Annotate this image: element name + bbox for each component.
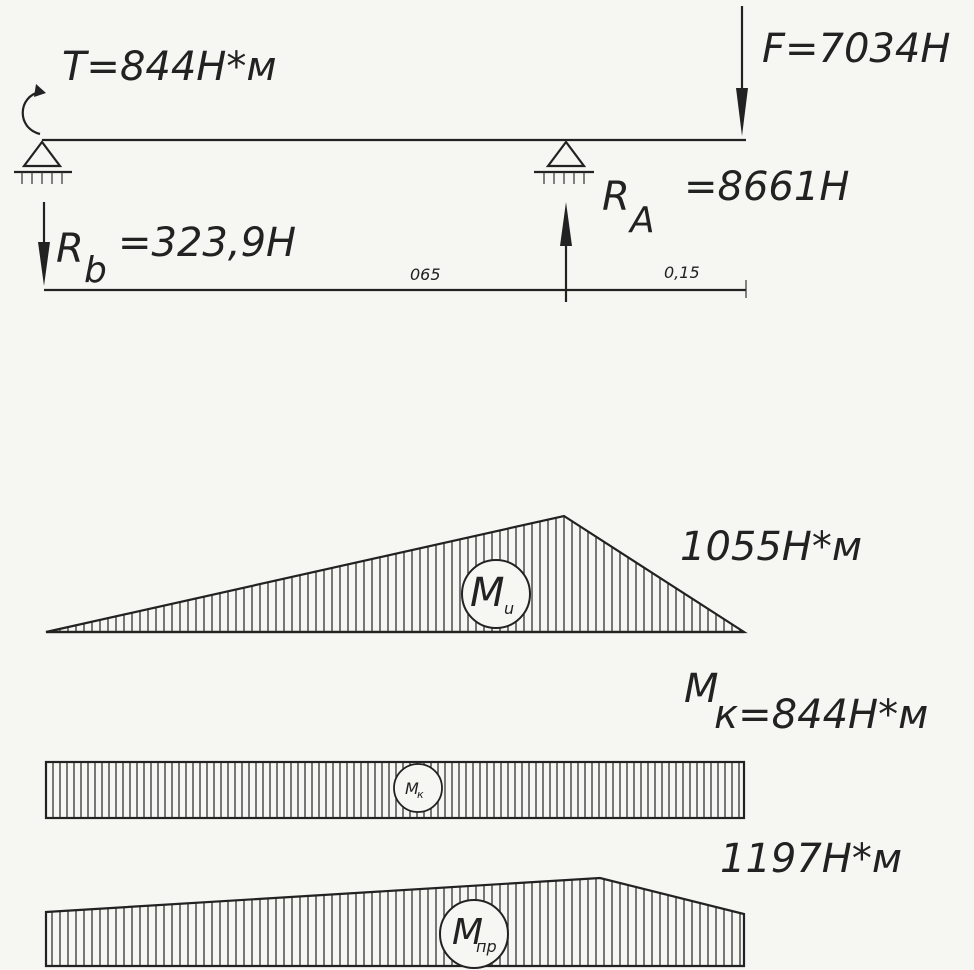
torsion-moment-hatching: [52, 762, 740, 818]
beam-scheme: T=844H*м F=7034H R A =8661H R b =323,9H …: [14, 6, 950, 302]
reaction-a-subscript: A: [628, 200, 655, 241]
bending-moment-diagram: M u 1055H*м: [45, 514, 862, 634]
bending-moment-subscript: u: [504, 599, 514, 618]
support-b: [14, 140, 72, 184]
reaction-a-arrow: [560, 202, 572, 302]
bending-moment-hatching: [51, 516, 741, 632]
bending-moment-tag: [461, 559, 531, 629]
reaction-b-symbol: R: [56, 226, 84, 272]
reaction-a-symbol: R: [602, 174, 630, 220]
torque-label: T=844H*м: [62, 44, 277, 90]
bending-moment-outline: [45, 514, 748, 634]
torsion-moment-equation: к=844H*м: [714, 692, 928, 738]
reaction-b-label: R b =323,9H: [56, 220, 296, 291]
reduced-moment-tag: [439, 899, 509, 969]
torque-arc: [21, 90, 41, 136]
reduced-moment-max-label: 1197H*м: [720, 836, 902, 882]
torsion-moment-outline: [44, 760, 746, 820]
support-a: [534, 140, 594, 184]
bending-moment-max-label: 1055H*м: [680, 524, 862, 570]
torque-arrowhead: [34, 84, 46, 97]
reduced-moment-diagram: M пр 1197H*м: [44, 836, 902, 969]
reaction-a-value: =8661H: [684, 164, 849, 210]
reaction-b-value: =323,9H: [118, 220, 296, 266]
reduced-moment-subscript: пр: [476, 937, 497, 956]
reduced-moment-name: M: [452, 912, 483, 953]
torsion-moment-subscript: к: [417, 788, 424, 801]
reduced-moment-outline: [44, 876, 746, 968]
force-label: F=7034H: [762, 26, 950, 72]
dimension-line: [44, 280, 747, 298]
reaction-b-subscript: b: [84, 250, 107, 291]
span-left-label: 065: [410, 265, 441, 284]
torsion-moment-name: M: [405, 779, 419, 798]
reaction-a-label: R A =8661H: [602, 164, 849, 241]
reaction-b-arrow: [38, 202, 50, 286]
torsion-moment-symbol: M: [684, 666, 719, 712]
bending-moment-name: M: [470, 570, 505, 616]
torsion-moment-diagram: M к M к=844H*м: [44, 666, 928, 820]
torsion-moment-tag: [393, 763, 443, 813]
force-f-arrow: [736, 6, 748, 136]
span-right-label: 0,15: [664, 263, 700, 282]
